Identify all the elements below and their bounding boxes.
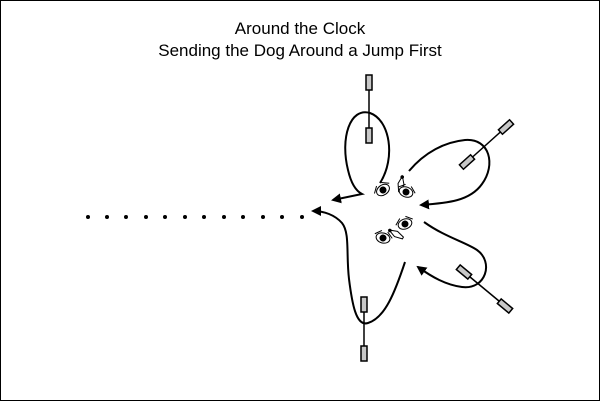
path-around-top-jump — [331, 111, 391, 204]
path-around-lower-right-jump — [416, 221, 487, 289]
jump-top — [365, 74, 373, 144]
dog-figure-2 — [387, 228, 405, 240]
dotted-trail — [86, 215, 304, 219]
handler-figure-1 — [373, 182, 390, 197]
handler-figure-3 — [395, 215, 413, 230]
jump-upper-right — [458, 118, 515, 171]
handler-figure-4 — [374, 230, 393, 244]
jump-lower-right — [455, 263, 514, 315]
dog-paths — [311, 111, 491, 325]
diagram-title: Around the Clock — [234, 19, 366, 38]
diagram-subtitle: Sending the Dog Around a Jump First — [158, 41, 442, 60]
path-around-upper-right-jump — [408, 138, 491, 210]
jump-bottom — [360, 296, 368, 362]
path-around-bottom-jump — [311, 206, 406, 325]
handler-figure-2 — [398, 183, 416, 198]
